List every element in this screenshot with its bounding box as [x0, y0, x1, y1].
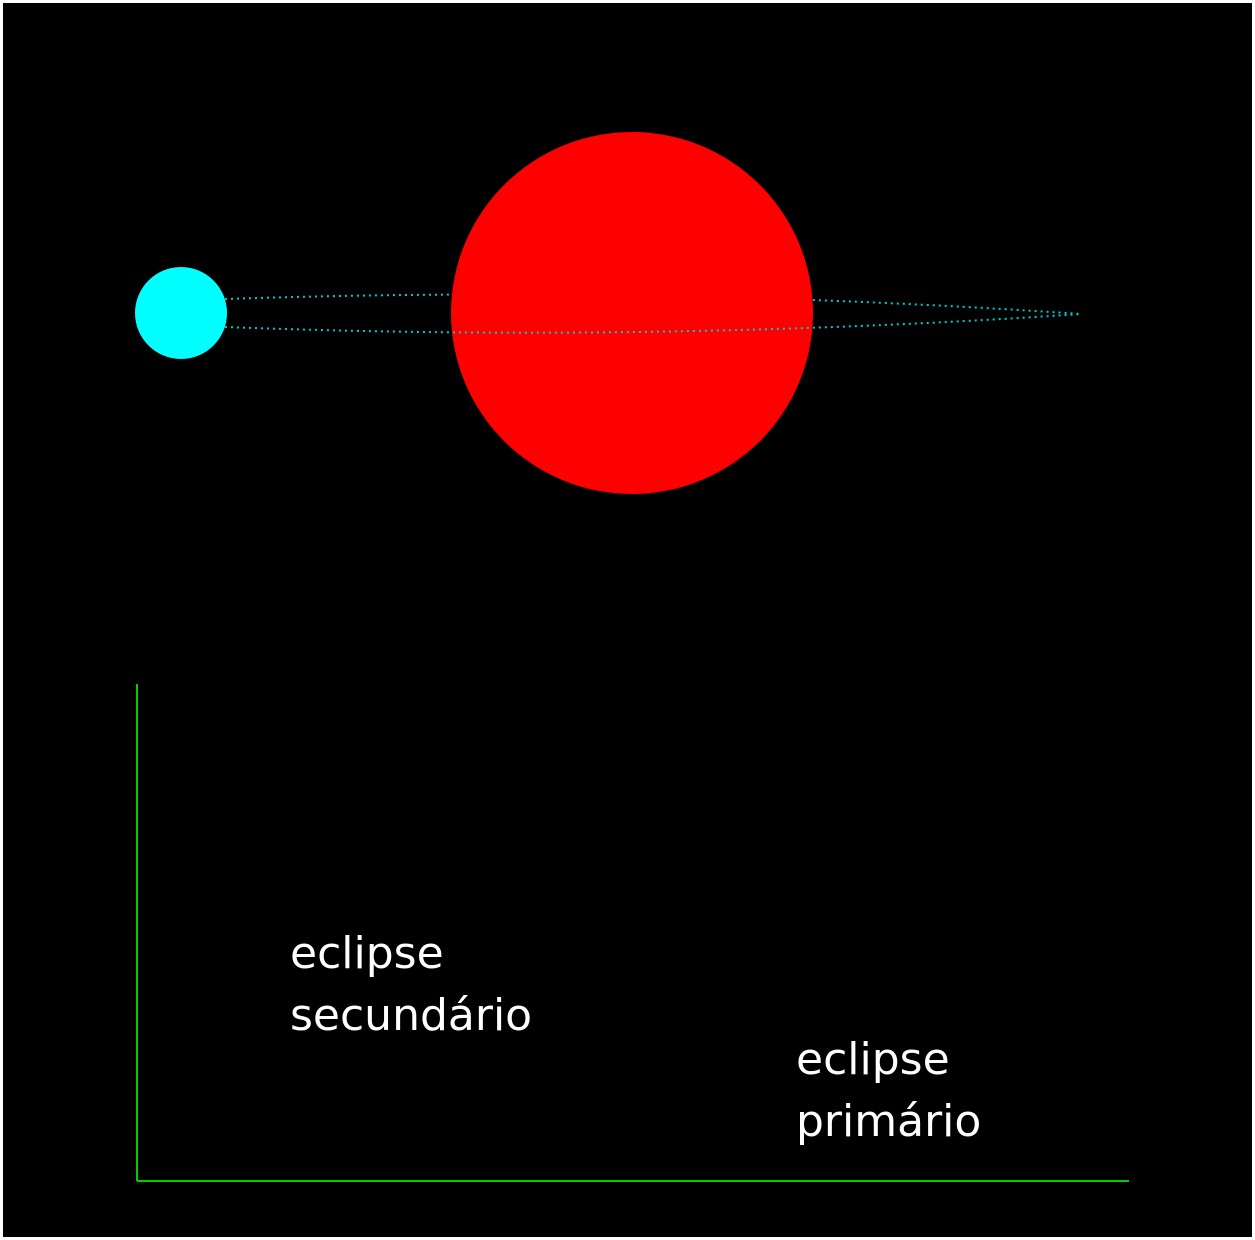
- secondary-star: [135, 267, 227, 359]
- primary-star: [451, 132, 813, 494]
- secondary-eclipse-label: eclipse secundário: [290, 923, 532, 1047]
- primary-eclipse-label: eclipse primário: [796, 1029, 981, 1153]
- binary-star-scene: eclipse secundário eclipse primário: [3, 3, 1252, 1237]
- secondary-eclipse-label-line1: eclipse: [290, 923, 532, 985]
- primary-eclipse-label-line2: primário: [796, 1091, 981, 1153]
- primary-eclipse-label-line1: eclipse: [796, 1029, 981, 1091]
- secondary-eclipse-label-line2: secundário: [290, 985, 532, 1047]
- scene-drawing: [3, 3, 1252, 1237]
